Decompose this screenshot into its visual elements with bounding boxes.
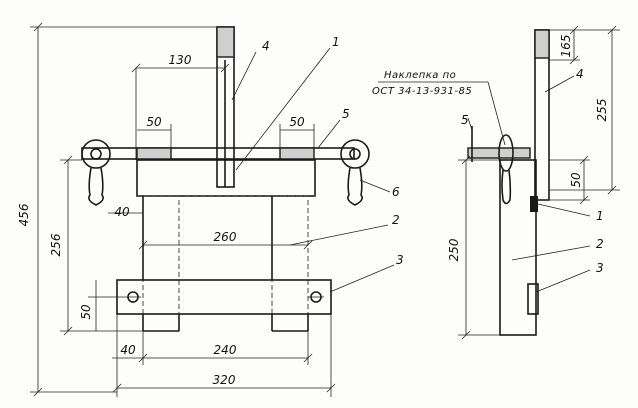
callout-2-side: 2 [596, 237, 604, 251]
right-eye-shank [347, 167, 363, 206]
right-leg [271, 195, 309, 332]
leader-3 [329, 264, 395, 293]
side-view [378, 25, 620, 340]
side-body [499, 159, 537, 336]
side-leader-5 [467, 117, 473, 131]
side-leader-2 [511, 245, 591, 261]
dim-40-bottom: 40 [120, 343, 136, 357]
callout-4-side: 4 [576, 67, 584, 81]
dim-165: 165 [559, 35, 573, 58]
side-eye [498, 134, 514, 172]
bar-right-pad [279, 147, 315, 160]
dim-260: 260 [214, 230, 237, 244]
dim-50-left: 50 [146, 115, 162, 129]
dim-40-top: 40 [114, 205, 130, 219]
left-eye-outer [81, 139, 111, 169]
leader-6 [359, 179, 391, 193]
dim-50-profile: 50 [569, 172, 583, 188]
callout-3-side: 3 [596, 261, 604, 275]
base-plate [116, 279, 332, 315]
side-leader-1 [537, 203, 591, 217]
dim-256: 256 [49, 233, 63, 256]
right-eye-inner [349, 148, 361, 160]
leader-2 [289, 224, 389, 246]
rod-top-hatch [216, 26, 235, 58]
dim-50-right: 50 [289, 115, 305, 129]
dim-456: 456 [17, 203, 31, 226]
callout-5-side: 5 [461, 113, 469, 127]
leader-4 [231, 51, 257, 101]
side-leader-3 [535, 269, 591, 293]
callout-4-front: 4 [262, 39, 270, 53]
leader-1 [235, 47, 331, 171]
callout-6-front: 6 [392, 185, 400, 199]
dim-250: 250 [447, 238, 461, 261]
dim-255: 255 [595, 99, 609, 122]
upper-crossbar [136, 159, 316, 197]
right-eye-outer [340, 139, 370, 169]
note-line-2: ОСТ 34-13-931-85 [372, 86, 472, 97]
callout-1-front: 1 [332, 35, 340, 49]
note-leader [487, 81, 506, 146]
left-leg [142, 195, 180, 332]
note-line-1: Наклепка по [384, 70, 456, 81]
dim-130: 130 [169, 53, 192, 67]
leader-5 [317, 119, 341, 149]
dim-320: 320 [213, 373, 236, 387]
side-bracket [530, 196, 538, 212]
left-eye-shank [88, 167, 104, 206]
bar-left-pad [136, 147, 172, 160]
callout-2-front: 2 [392, 213, 400, 227]
callout-1-side: 1 [596, 209, 604, 223]
front-view [30, 22, 395, 397]
side-base-stub [527, 283, 539, 315]
dim-50-side: 50 [79, 304, 93, 320]
side-eye-shank [501, 169, 512, 205]
side-rod-top-hatch [534, 29, 550, 59]
side-leader-4 [544, 75, 575, 93]
dim-240: 240 [214, 343, 237, 357]
callout-5-front: 5 [342, 107, 350, 121]
left-eye-inner [90, 148, 102, 160]
callout-3-front: 3 [396, 253, 404, 267]
